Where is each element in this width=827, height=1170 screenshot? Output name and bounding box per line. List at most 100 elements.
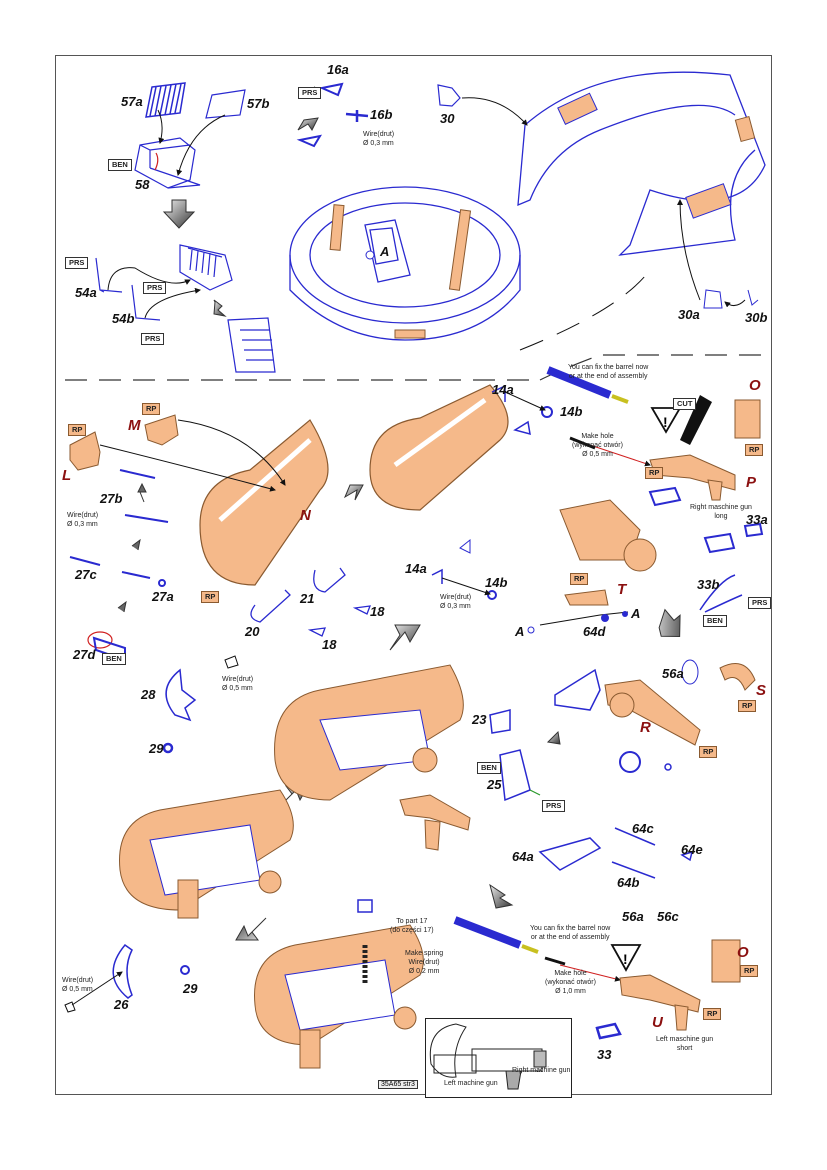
part-64-series — [538, 827, 694, 879]
label-14a-top: 14a — [492, 382, 514, 397]
label-29-bottom: 29 — [183, 981, 198, 996]
resin-label-r: R — [640, 719, 651, 736]
resin-part-t — [564, 589, 609, 606]
label-25: 25 — [487, 777, 502, 792]
label-58: 58 — [135, 177, 150, 192]
label-64c: 64c — [632, 821, 654, 836]
label-20: 20 — [245, 624, 260, 639]
label-56a-top: 56a — [662, 666, 684, 681]
label-23: 23 — [472, 712, 487, 727]
label-64b: 64b — [617, 875, 640, 890]
note-hole-top: Make hole(wykonać otwór)Ø 0,5 mm — [572, 433, 623, 458]
inset-left-label: Left machine gun — [444, 1080, 498, 1087]
barrel-top — [546, 366, 629, 404]
tag-prs: PRS — [542, 800, 566, 813]
svg-text:!: ! — [663, 414, 668, 430]
tag-ben: BEN — [477, 762, 501, 775]
warning-icon — [650, 407, 682, 434]
tag-prs: PRS — [65, 257, 89, 270]
label-18-a: 18 — [322, 637, 337, 652]
resin-label-p: P — [746, 474, 757, 491]
resin-gun-mid — [399, 794, 471, 851]
svg-text:!: ! — [623, 951, 628, 967]
tag-rp: RP — [645, 467, 664, 480]
label-30b: 30b — [745, 310, 768, 325]
tag-rp: RP — [142, 403, 161, 416]
tag-rp: RP — [740, 965, 759, 978]
assembly-stage-3 — [254, 924, 424, 1069]
resin-label-s: S — [756, 682, 767, 699]
resin-cylinder-n — [199, 419, 329, 586]
label-a-left: A — [515, 624, 525, 639]
part-30-shell — [517, 71, 766, 256]
tag-rp: RP — [703, 1008, 722, 1021]
note-wire-16: Wire(drut)Ø 0,3 mm — [363, 131, 395, 147]
label-64d: 64d — [583, 624, 606, 639]
tag-rp: RP — [738, 700, 757, 713]
part-54-assembly — [95, 244, 233, 321]
inset-drawing — [429, 1023, 547, 1090]
note-hole-bottom: Make hole(wykonać otwór)Ø 1,0 mm — [545, 970, 596, 995]
bend-mark — [154, 152, 159, 171]
resin-mechanism — [559, 499, 657, 572]
tag-cut: CUT — [673, 398, 697, 411]
note-to-part-17: To part 17(do części 17) — [390, 918, 434, 934]
sheet-code: 35A65 str3 — [378, 1080, 418, 1089]
resin-part-o — [734, 399, 761, 439]
assembly-stage-2 — [119, 789, 294, 919]
resin-gun-r — [604, 679, 701, 746]
label-18-b: 18 — [370, 604, 385, 619]
tag-rp: RP — [68, 424, 87, 437]
resin-part-m — [144, 414, 179, 446]
label-64e: 64e — [681, 842, 703, 857]
resin-label-m: M — [128, 417, 141, 434]
label-26: 26 — [114, 997, 129, 1012]
resin-label-l: L — [62, 467, 72, 484]
resin-gun-u — [619, 974, 701, 1031]
label-54b: 54b — [112, 311, 135, 326]
label-a-top: A — [380, 244, 390, 259]
assembly-arrow — [162, 199, 196, 229]
part-57b — [205, 89, 246, 119]
tag-prs: PRS — [298, 87, 322, 100]
inset-gun-orientation: Left machine gun Right machine gun — [425, 1018, 572, 1098]
tag-ben: BEN — [703, 615, 727, 628]
resin-label-t: T — [617, 581, 627, 598]
turret-ring — [289, 186, 521, 341]
tag-rp: RP — [201, 591, 220, 604]
tag-prs: PRS — [748, 597, 772, 610]
label-27d: 27d — [73, 647, 96, 662]
label-30a: 30a — [678, 307, 700, 322]
part-16b — [345, 110, 369, 122]
assembly-stage-1 — [274, 664, 464, 801]
label-27b: 27b — [100, 491, 123, 506]
tag-ben: BEN — [108, 159, 132, 172]
label-57a: 57a — [121, 94, 143, 109]
note-wire-28: Wire(drut)Ø 0,5 mm — [222, 676, 254, 692]
label-54a: 54a — [75, 285, 97, 300]
label-29-top: 29 — [149, 741, 164, 756]
inset-right-label: Right machine gun — [512, 1067, 571, 1074]
label-21: 21 — [300, 591, 315, 606]
label-27a: 27a — [152, 589, 174, 604]
tag-rp: RP — [745, 444, 764, 457]
tag-rp: RP — [699, 746, 718, 759]
label-14b-top: 14b — [560, 404, 583, 419]
label-56c: 56c — [657, 909, 679, 924]
tag-prs: PRS — [141, 333, 165, 346]
label-14a-mid: 14a — [405, 561, 427, 576]
label-27c: 27c — [75, 567, 97, 582]
page-frame — [55, 55, 772, 1095]
label-28: 28 — [141, 687, 156, 702]
part-28 — [165, 668, 197, 722]
note-wire-14: Wire(drut)Ø 0,3 mm — [440, 594, 472, 610]
label-33: 33 — [597, 1047, 612, 1062]
resin-label-n: N — [300, 507, 311, 524]
label-64a: 64a — [512, 849, 534, 864]
label-33a: 33a — [746, 512, 768, 527]
part-26 — [112, 943, 133, 999]
